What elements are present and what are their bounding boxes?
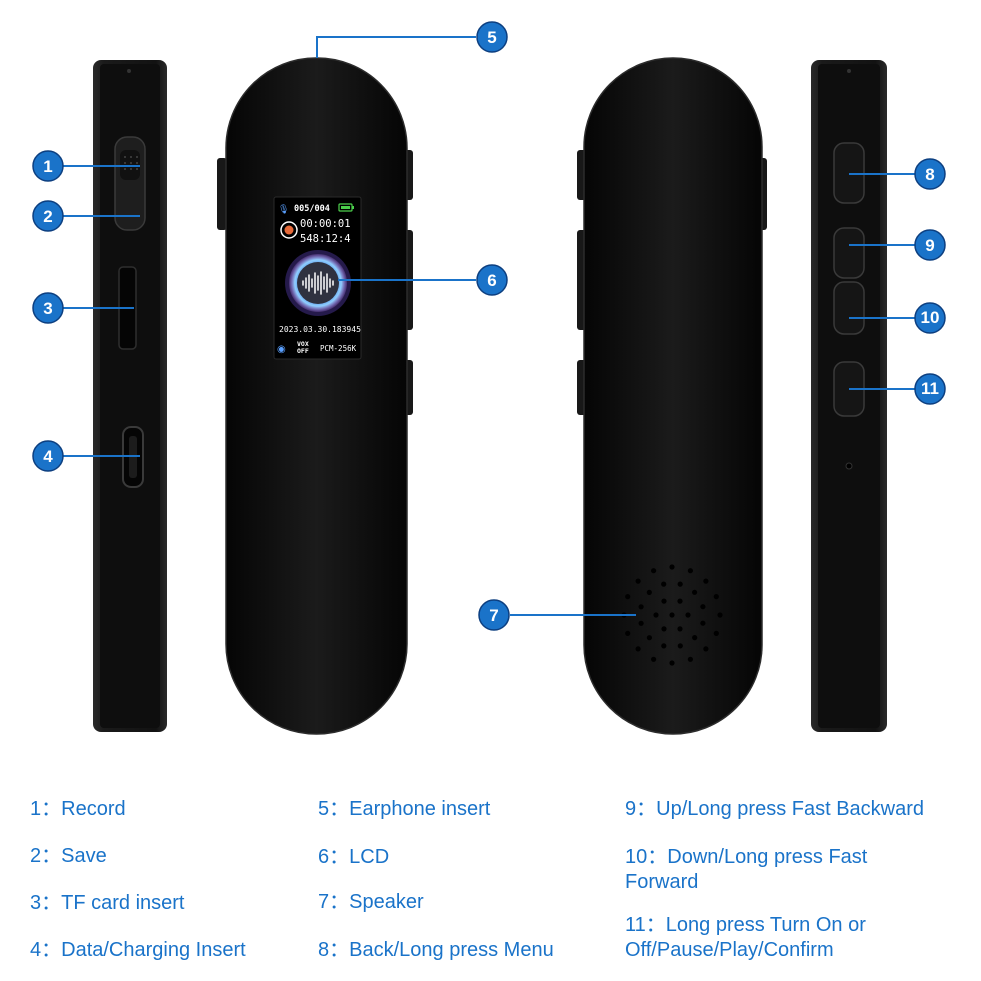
speaker-hole bbox=[638, 620, 644, 626]
date-stamp: 2023.03.30.183945 bbox=[279, 325, 361, 334]
left-side-view bbox=[93, 60, 167, 732]
speaker-hole bbox=[700, 620, 706, 626]
format-label: PCM-256K bbox=[320, 344, 357, 353]
speaker-hole bbox=[687, 568, 694, 574]
speaker-hole bbox=[703, 646, 709, 652]
callout-8: 8 bbox=[914, 158, 946, 190]
vox-label-bottom: OFF bbox=[297, 347, 309, 355]
svg-text:4: 4 bbox=[43, 447, 53, 466]
legend-item-5: 5：Earphone insert bbox=[318, 798, 491, 820]
file-counter: 005/004 bbox=[294, 204, 330, 214]
callout-6: 6 bbox=[476, 264, 508, 296]
lcd-screen: 🎙 005/004 00:00:01 548:12:4 bbox=[273, 196, 362, 360]
legend-item-7: 7：Speaker bbox=[318, 891, 424, 913]
callout-10: 10 bbox=[914, 302, 946, 334]
callout-badges: 1 2 3 4 5 6 7 8 bbox=[32, 21, 946, 631]
speaker-hole bbox=[669, 660, 675, 666]
right-pinhole bbox=[847, 69, 851, 73]
legend-item-3: 3：TF card insert bbox=[30, 892, 185, 914]
speaker-hole bbox=[713, 594, 719, 600]
front-view: 🎙 005/004 00:00:01 548:12:4 bbox=[217, 57, 413, 735]
speaker-hole bbox=[669, 564, 675, 570]
front-body bbox=[225, 57, 408, 735]
callout-3: 3 bbox=[32, 292, 64, 324]
legend-item-6: 6：LCD bbox=[318, 846, 390, 868]
record-indicator-icon bbox=[280, 221, 298, 239]
speaker-hole bbox=[625, 594, 631, 600]
speaker-hole bbox=[687, 656, 694, 662]
speaker-hole bbox=[677, 598, 683, 604]
speaker-hole bbox=[713, 630, 719, 637]
speaker-hole bbox=[646, 635, 653, 641]
microphone-hole bbox=[845, 462, 853, 470]
legend-item-9: 9：Up/Long press Fast Backward bbox=[625, 798, 925, 820]
svg-text:8: 8 bbox=[925, 165, 934, 184]
svg-text:2: 2 bbox=[43, 207, 52, 226]
up-button[interactable] bbox=[833, 227, 865, 279]
speaker-hole bbox=[651, 568, 657, 574]
callout-4: 4 bbox=[32, 440, 64, 472]
speaker-hole bbox=[677, 626, 683, 632]
callout-9: 9 bbox=[914, 229, 946, 261]
left-pinhole bbox=[127, 69, 131, 73]
speaker-hole bbox=[638, 604, 644, 610]
callout-7: 7 bbox=[478, 599, 510, 631]
speaker-hole bbox=[625, 630, 631, 637]
remaining-time: 548:12:4 bbox=[300, 233, 351, 245]
speaker-hole bbox=[635, 646, 641, 652]
svg-text:6: 6 bbox=[487, 271, 496, 290]
svg-text:7: 7 bbox=[489, 606, 498, 625]
speaker-hole bbox=[692, 589, 698, 595]
callout-2: 2 bbox=[32, 200, 64, 232]
speaker-hole bbox=[651, 656, 657, 662]
svg-text:10: 10 bbox=[921, 308, 940, 327]
speaker-hole bbox=[661, 626, 667, 632]
speaker-hole bbox=[669, 612, 675, 618]
speaker-hole bbox=[653, 612, 659, 618]
legend-item-8: 8：Back/Long press Menu bbox=[318, 939, 554, 961]
speaker-hole bbox=[661, 581, 667, 587]
mic-icon: 🎙 bbox=[278, 204, 289, 215]
speaker-hole bbox=[692, 635, 698, 641]
legend-item-11: 11：Long press Turn On or Off/Pause/Play/… bbox=[625, 914, 866, 961]
speaker-hole bbox=[703, 578, 709, 584]
speaker-grille bbox=[621, 564, 723, 666]
back-view bbox=[577, 57, 767, 735]
speaker-hole bbox=[635, 578, 641, 584]
speaker-hole bbox=[700, 604, 706, 610]
svg-text:3: 3 bbox=[43, 299, 52, 318]
svg-text:11: 11 bbox=[921, 379, 939, 398]
waveform-orb bbox=[285, 250, 351, 316]
speaker-hole bbox=[717, 612, 723, 618]
svg-text:9: 9 bbox=[925, 236, 934, 255]
speaker-hole bbox=[661, 598, 667, 604]
callout-5: 5 bbox=[476, 21, 508, 53]
callout-11: 11 bbox=[914, 373, 946, 405]
callout-1: 1 bbox=[32, 150, 64, 182]
svg-text:5: 5 bbox=[487, 28, 496, 47]
elapsed-time: 00:00:01 bbox=[300, 218, 351, 230]
callout-lines bbox=[62, 36, 915, 616]
right-side-view bbox=[811, 60, 887, 732]
legend-item-1: 1：Record bbox=[30, 798, 126, 820]
speaker-hole bbox=[677, 581, 683, 587]
legend-item-4: 4：Data/Charging Insert bbox=[30, 939, 246, 961]
speaker-hole bbox=[661, 643, 667, 649]
back-body bbox=[583, 57, 763, 735]
vox-label-top: VOX bbox=[297, 340, 309, 348]
speaker-hole bbox=[646, 589, 652, 596]
down-button[interactable] bbox=[833, 281, 865, 335]
speaker-hole bbox=[685, 612, 691, 618]
vox-icon: ◉ bbox=[277, 344, 286, 355]
speaker-hole bbox=[677, 643, 683, 649]
legend-item-2: 2：Save bbox=[30, 845, 107, 867]
svg-text:1: 1 bbox=[43, 157, 52, 176]
legend-item-10: 10：Down/Long press Fast Forward bbox=[625, 846, 868, 893]
